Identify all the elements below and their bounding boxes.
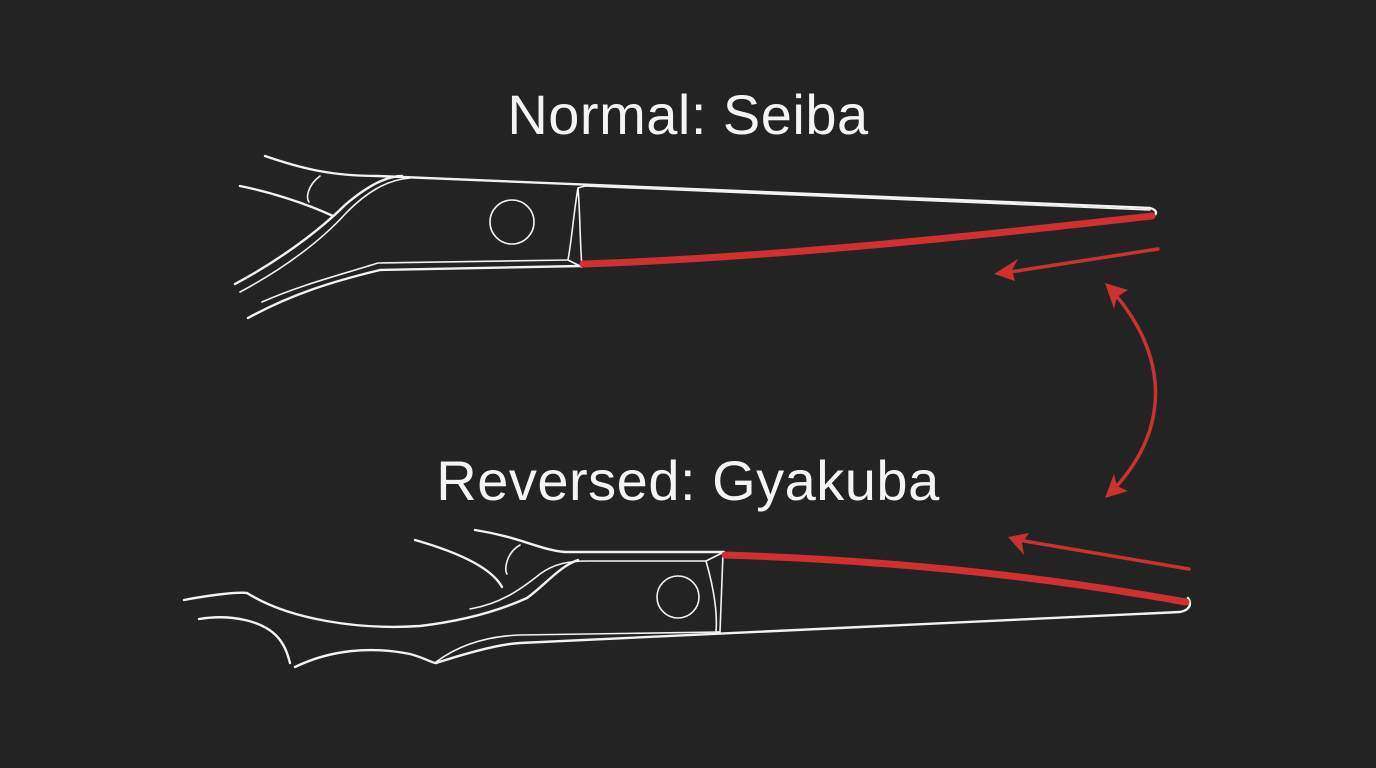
normal-blade-illustration bbox=[233, 154, 1158, 320]
normal-cutting-edge bbox=[579, 212, 1156, 268]
reversed-cutting-edge bbox=[721, 551, 1190, 606]
flip-double-arrow bbox=[1105, 283, 1158, 498]
arrow-left-reversed bbox=[1008, 533, 1191, 571]
title-reversed-gyakuba: Reversed: Gyakuba bbox=[436, 449, 940, 512]
title-normal-seiba: Normal: Seiba bbox=[507, 83, 869, 146]
arrow-left-normal bbox=[994, 247, 1160, 281]
reversed-blade-illustration bbox=[182, 528, 1192, 669]
